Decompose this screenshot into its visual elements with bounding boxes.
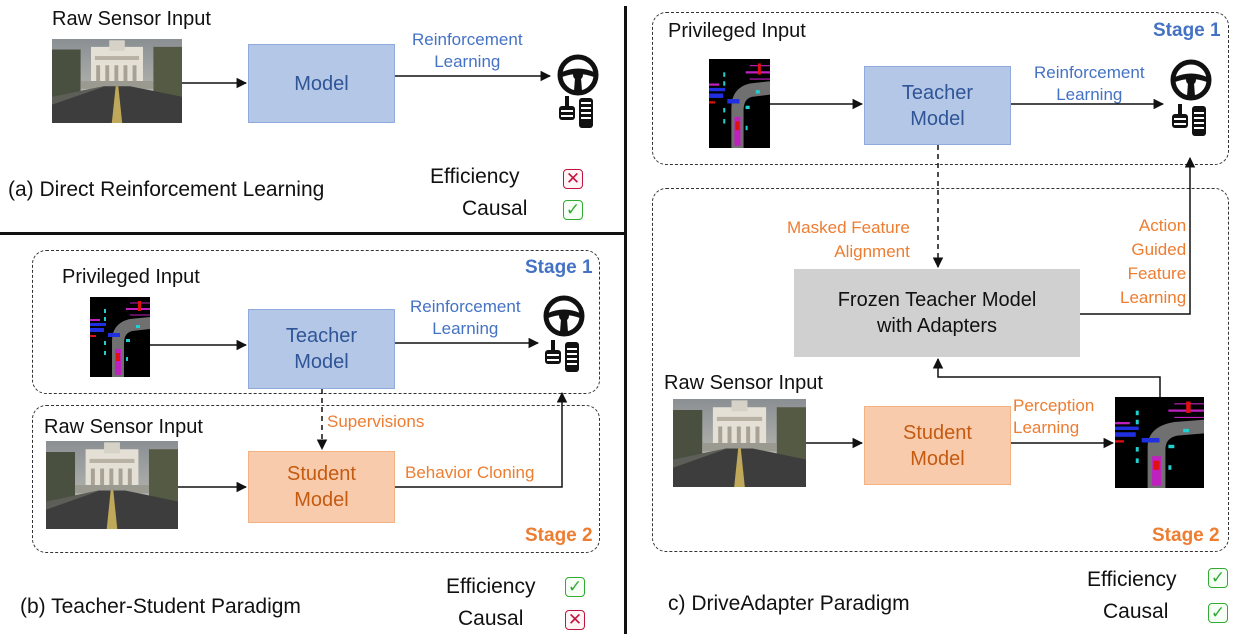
frozen-line2: with Adapters xyxy=(876,315,998,337)
student-line1: Student xyxy=(287,463,356,485)
arrow-student-to-controls xyxy=(395,391,568,488)
check-mark-icon: ✓ xyxy=(565,577,585,597)
privileged-input-label-b: Privileged Input xyxy=(62,266,200,288)
rl-label-line1: Reinforcement xyxy=(410,297,521,316)
horizontal-divider xyxy=(0,232,626,235)
bev-image xyxy=(709,59,770,148)
arrow-bev-to-frozen xyxy=(932,357,1161,397)
caption-b: (b) Teacher-Student Paradigm xyxy=(20,595,301,618)
causal-label-a: Causal xyxy=(462,197,528,220)
cross-mark-icon: ✕ xyxy=(565,610,585,630)
perception-line2: Learning xyxy=(1013,418,1080,437)
supervisions-label: Supervisions xyxy=(327,412,425,431)
teacher-line2: Model xyxy=(910,107,965,130)
bev-image xyxy=(90,297,150,377)
action-line2: Guided xyxy=(1131,240,1187,259)
rl-label-line1: Reinforcement xyxy=(1034,63,1145,82)
stage1-frame-b xyxy=(32,250,600,394)
check-mark-icon: ✓ xyxy=(1208,568,1228,588)
check-mark-icon: ✓ xyxy=(563,200,583,220)
caption-c: c) DriveAdapter Paradigm xyxy=(668,592,910,615)
rl-label-b: Reinforcement Learning xyxy=(410,296,521,340)
teacher-line1: Teacher xyxy=(901,81,974,104)
stage1-frame-c xyxy=(652,12,1229,165)
rl-label-line1: Reinforcement xyxy=(412,30,523,49)
steering-wheel-icon xyxy=(543,295,585,337)
behavior-cloning-label: Behavior Cloning xyxy=(405,463,535,482)
model-label: Model xyxy=(294,72,349,95)
raw-sensor-input-label-b: Raw Sensor Input xyxy=(44,416,203,438)
student-line2: Model xyxy=(910,447,965,470)
raw-sensor-input-label: Raw Sensor Input xyxy=(52,8,211,30)
perception-learning-label: Perception Learning xyxy=(1013,395,1094,439)
arrow-frozen-to-controls xyxy=(1080,156,1196,315)
rl-label-a: Reinforcement Learning xyxy=(412,29,523,73)
bev-image xyxy=(1115,397,1204,488)
stage2-frame-c xyxy=(652,188,1229,552)
stage2-frame-b xyxy=(32,405,600,553)
masked-line1: Masked Feature xyxy=(787,218,910,237)
masked-line2: Alignment xyxy=(834,242,910,261)
vertical-divider xyxy=(624,6,627,634)
stage1-label-b: Stage 1 xyxy=(525,257,593,278)
raw-sensor-input-label-c: Raw Sensor Input xyxy=(664,372,823,394)
causal-label-b: Causal xyxy=(458,607,524,630)
teacher-line1: Teacher xyxy=(285,325,358,347)
cross-mark-icon: ✕ xyxy=(563,169,583,189)
pedals-icon xyxy=(545,340,579,372)
action-guided-feature-learning-label: Action Guided Feature Learning xyxy=(1120,214,1186,310)
rl-label-c: Reinforcement Learning xyxy=(1034,62,1145,106)
caption-a: (a) Direct Reinforcement Learning xyxy=(8,178,325,201)
efficiency-label-b: Efficiency xyxy=(446,575,536,598)
perception-line1: Perception xyxy=(1013,396,1095,415)
rl-label-line2: Learning xyxy=(434,52,501,71)
stage2-label-c: Stage 2 xyxy=(1152,525,1220,546)
student-line2: Model xyxy=(294,489,349,511)
action-line1: Action xyxy=(1138,216,1187,235)
pedals-icon xyxy=(1172,104,1206,136)
pedals-icon xyxy=(559,96,593,128)
steering-wheel-icon xyxy=(1170,59,1212,101)
rl-label-line2: Learning xyxy=(432,319,499,338)
stage1-label-c: Stage 1 xyxy=(1153,20,1221,41)
frozen-line1: Frozen Teacher Model xyxy=(837,289,1037,311)
frozen-teacher-box: Frozen Teacher Model with Adapters xyxy=(794,269,1080,357)
model-box: Model xyxy=(248,44,395,123)
efficiency-label-c: Efficiency xyxy=(1087,568,1177,591)
privileged-input-label-c: Privileged Input xyxy=(668,20,806,42)
action-line4: Learning xyxy=(1120,288,1187,307)
steering-wheel-icon xyxy=(557,54,599,96)
masked-feature-alignment-label: Masked Feature Alignment xyxy=(787,216,910,264)
check-mark-icon: ✓ xyxy=(1208,603,1228,623)
causal-label-c: Causal xyxy=(1103,600,1169,623)
action-line3: Feature xyxy=(1127,264,1187,283)
stage2-label-b: Stage 2 xyxy=(525,525,593,546)
rl-label-line2: Learning xyxy=(1056,85,1123,104)
teacher-line2: Model xyxy=(294,351,349,373)
student-line1: Student xyxy=(903,421,972,444)
efficiency-label-a: Efficiency xyxy=(430,165,520,188)
